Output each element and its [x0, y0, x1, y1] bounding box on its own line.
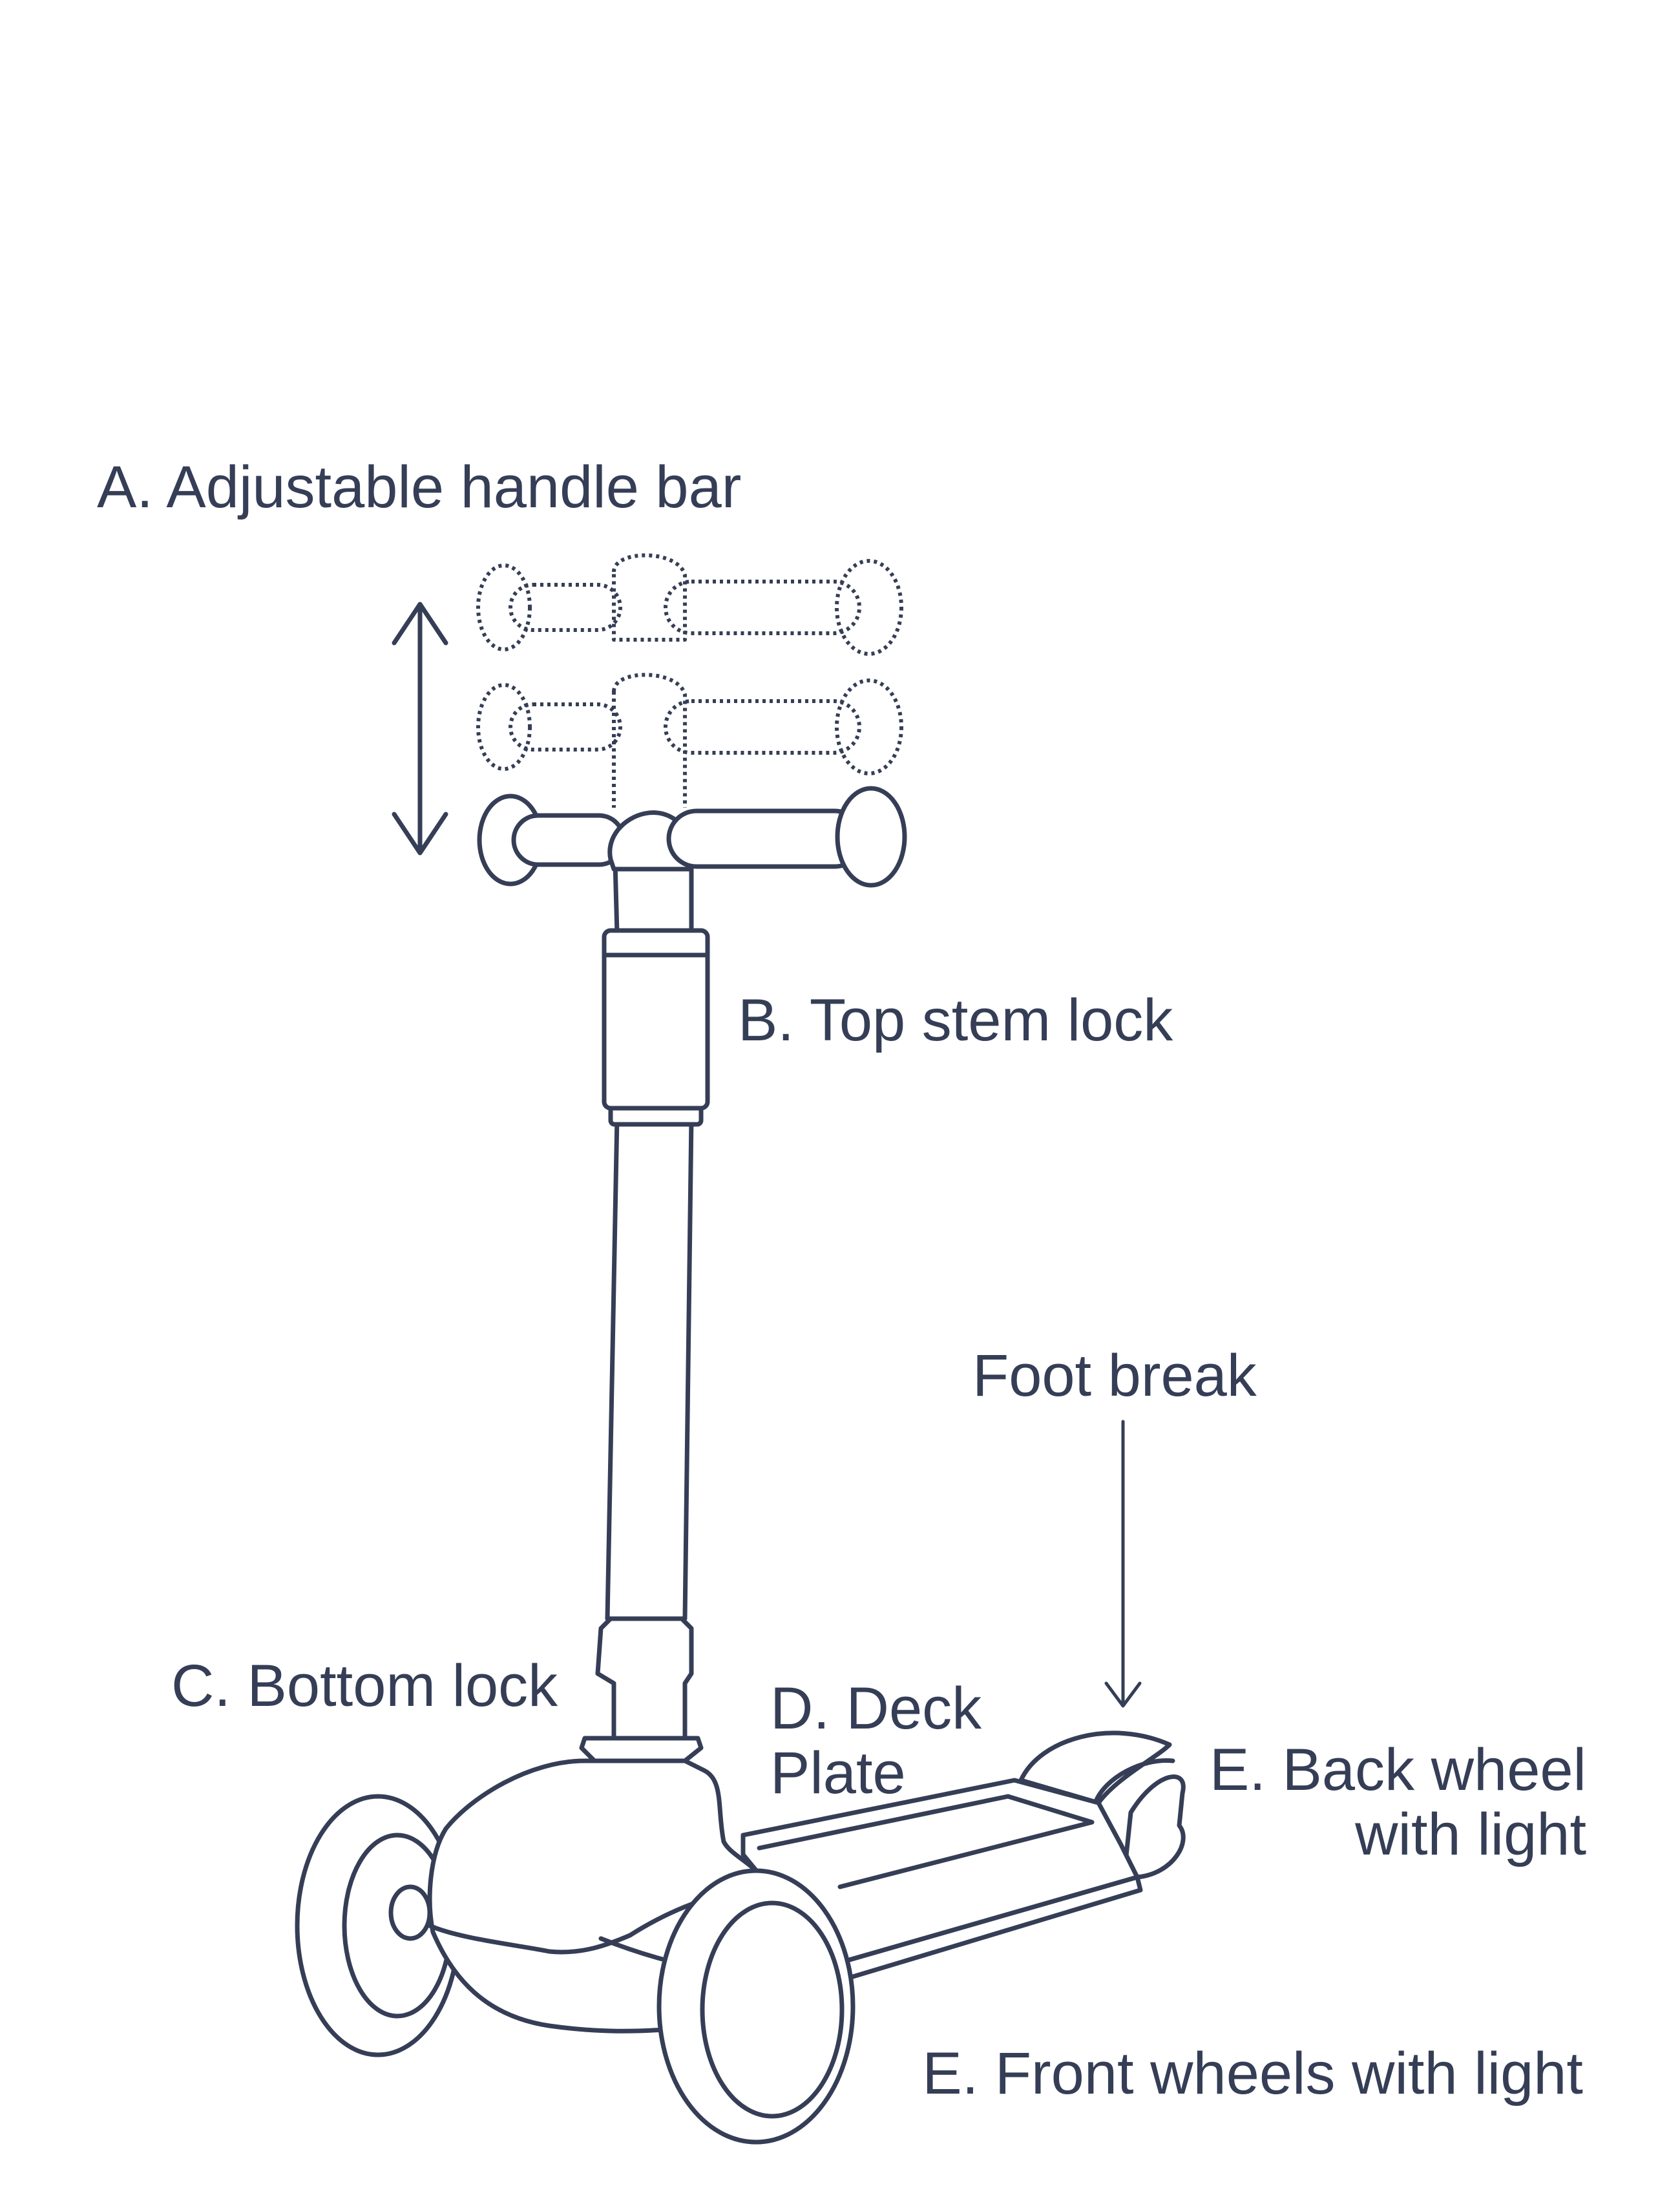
- label-front-wheels: E. Front wheels with light: [922, 2041, 1583, 2107]
- foot-brake-arrow: [1104, 1420, 1142, 1708]
- label-back-wheel-line1: E. Back wheel: [1210, 1737, 1586, 1803]
- label-deck-plate-line2: Plate: [770, 1740, 906, 1806]
- label-deck-plate-line1: D. Deck: [770, 1676, 982, 1741]
- label-top-stem-lock: B. Top stem lock: [738, 987, 1173, 1053]
- label-foot-break: Foot break: [972, 1343, 1257, 1409]
- handlebar-ghost-lower: [476, 673, 903, 808]
- bottom-lock: [579, 1616, 704, 1763]
- height-adjust-arrow: [392, 602, 448, 856]
- handlebar: [477, 786, 907, 888]
- back-wheel: [1018, 1730, 1186, 1880]
- handlebar-ghost-upper: [476, 553, 903, 656]
- label-back-wheel-line2: with light: [1354, 1802, 1586, 1867]
- top-stem-lock: [602, 928, 710, 1127]
- scooter-stem: [605, 860, 694, 1621]
- label-bottom-lock: C. Bottom lock: [171, 1653, 558, 1719]
- front-wheel-right: [656, 1868, 856, 2145]
- label-handle-bar: A. Adjustable handle bar: [97, 454, 741, 520]
